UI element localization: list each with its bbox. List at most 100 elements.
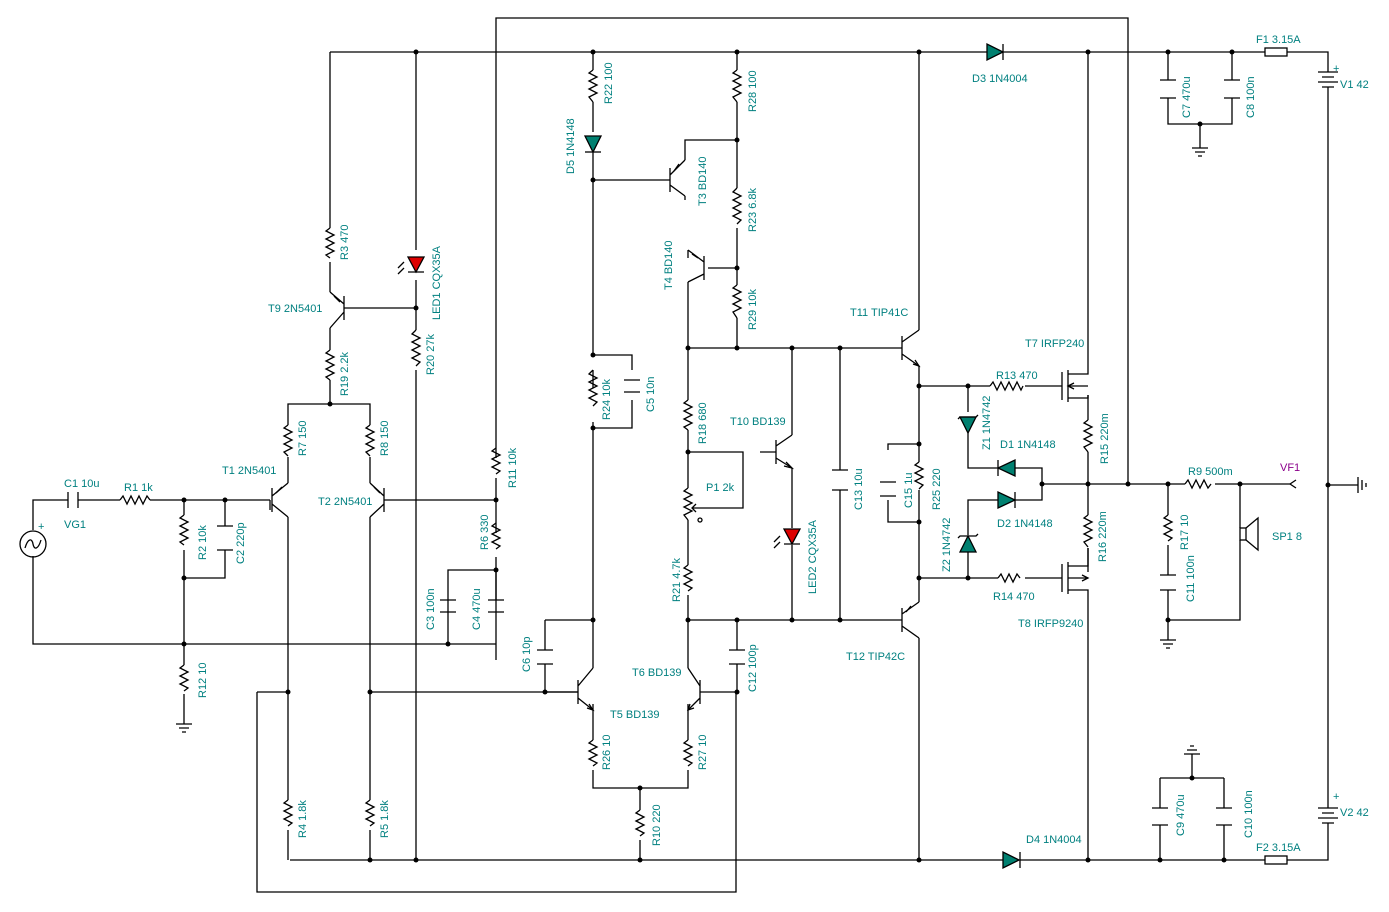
label-t9: T9 2N5401 <box>268 303 322 315</box>
label-d3: D3 1N4004 <box>972 73 1028 85</box>
label-z1: Z1 1N4742 <box>981 396 993 450</box>
capacitor-c11 <box>1160 574 1176 591</box>
label-d2: D2 1N4148 <box>997 518 1053 530</box>
capacitor-c13 <box>832 469 848 491</box>
label-c13: C13 10u <box>853 468 865 510</box>
label-d4: D4 1N4004 <box>1026 834 1082 846</box>
label-r24: R24 10k <box>601 379 613 420</box>
transistor-symbols <box>271 159 1090 712</box>
ground-icon <box>1184 745 1200 758</box>
fuse-f1 <box>1264 47 1288 57</box>
resistor-r7 <box>282 424 294 457</box>
resistor-r18 <box>682 399 694 431</box>
label-t8: T8 IRFP9240 <box>1018 618 1083 630</box>
label-r2: R2 10k <box>197 525 209 560</box>
label-led1: LED1 CQX35A <box>431 245 443 320</box>
label-d1: D1 1N4148 <box>1000 439 1056 451</box>
label-led2: LED2 CQX35A <box>807 519 819 594</box>
resistor-r5 <box>364 799 376 827</box>
resistor-r22 <box>587 69 599 103</box>
label-t6: T6 BD139 <box>632 667 682 679</box>
capacitor-c2 <box>217 525 233 551</box>
label-c8: C8 100n <box>1245 76 1257 118</box>
resistor-r21 <box>682 564 694 592</box>
resistor-r27 <box>682 739 694 767</box>
resistor-symbols <box>119 69 1212 837</box>
junction-dots <box>181 49 1331 863</box>
diode-d3 <box>986 42 1005 62</box>
label-r20: R20 27k <box>425 334 437 375</box>
transistor-t1 <box>271 482 289 518</box>
label-f2: F2 3.15A <box>1256 842 1301 854</box>
label-c11: C11 100n <box>1185 555 1197 602</box>
resistor-r13 <box>989 380 1024 392</box>
label-r11: R11 10k <box>507 447 519 488</box>
component-labels: C1 10u R1 1k VG1 T1 2N5401 T2 2N5401 T9 … <box>38 34 1369 854</box>
label-t12: T12 TIP42C <box>846 651 905 663</box>
label-r26: R26 10 <box>601 735 613 770</box>
label-sp1: SP1 8 <box>1272 531 1302 543</box>
resistor-r14 <box>997 572 1021 584</box>
capacitor-c1 <box>67 492 79 508</box>
label-r27: R27 10 <box>697 735 709 770</box>
label-r29: R29 10k <box>747 289 759 330</box>
capacitor-c7 <box>1160 79 1176 99</box>
probe-vf1 <box>1289 479 1297 489</box>
capacitor-c8 <box>1224 79 1240 99</box>
label-r22: R22 100 <box>603 62 615 104</box>
label-r19: R19 2.2k <box>339 351 351 396</box>
resistor-r3 <box>324 227 336 259</box>
label-c4: C4 470u <box>471 588 483 630</box>
resistor-r11 <box>490 447 502 475</box>
label-r3: R3 470 <box>339 225 351 260</box>
label-t11: T11 TIP41C <box>850 307 908 319</box>
capacitor-c12 <box>729 649 745 665</box>
resistor-r8 <box>364 424 376 457</box>
ground-icon <box>1192 147 1208 157</box>
resistor-r16 <box>1082 514 1094 548</box>
label-c7: C7 470u <box>1181 76 1193 118</box>
transistor-t11 <box>901 329 921 368</box>
resistor-r25 <box>913 461 925 490</box>
label-r8: R8 150 <box>379 421 391 456</box>
label-r5: R5 1.8k <box>379 800 391 838</box>
label-c9: C9 470u <box>1175 794 1187 836</box>
capacitor-c3 <box>440 599 456 613</box>
capacitor-c5 <box>624 379 640 393</box>
led-led1 <box>397 256 426 275</box>
label-z2: Z2 1N4742 <box>941 518 953 572</box>
resistor-r9 <box>1184 478 1212 490</box>
capacitor-c15 <box>880 481 896 497</box>
mosfet-t7 <box>1061 362 1089 402</box>
label-r16: R16 220m <box>1097 511 1109 562</box>
ground-icon <box>1357 477 1367 493</box>
resistor-r20 <box>410 329 422 367</box>
label-t7: T7 IRFP240 <box>1025 338 1084 350</box>
label-p1: P1 2k <box>706 482 735 494</box>
capacitor-c10 <box>1216 807 1232 826</box>
resistor-r24 <box>587 369 599 407</box>
mosfet-t8 <box>1061 548 1090 605</box>
resistor-r10 <box>634 809 646 837</box>
misc-symbols <box>19 47 1367 865</box>
label-v1: V1 42 <box>1340 79 1369 91</box>
label-r10: R10 220 <box>651 804 663 846</box>
battery-v1 <box>1318 71 1338 92</box>
label-t4: T4 BD140 <box>663 240 675 290</box>
label-c3: C3 100n <box>425 588 437 630</box>
label-t1: T1 2N5401 <box>222 465 276 477</box>
label-r17: R17 10 <box>1179 515 1191 550</box>
label-c15: C15 1u <box>903 473 915 508</box>
label-c6: C6 10p <box>521 637 533 672</box>
label-t5: T5 BD139 <box>610 709 660 721</box>
label-r6: R6 330 <box>479 515 491 550</box>
label-r7: R7 150 <box>297 421 309 456</box>
resistor-r1 <box>119 494 151 506</box>
resistor-r19 <box>324 349 336 381</box>
transistor-t5 <box>577 667 595 712</box>
ground-icon <box>176 723 192 733</box>
label-r15: R15 220m <box>1099 413 1111 464</box>
label-c2: C2 220p <box>235 522 247 564</box>
led-led2 <box>773 528 802 549</box>
